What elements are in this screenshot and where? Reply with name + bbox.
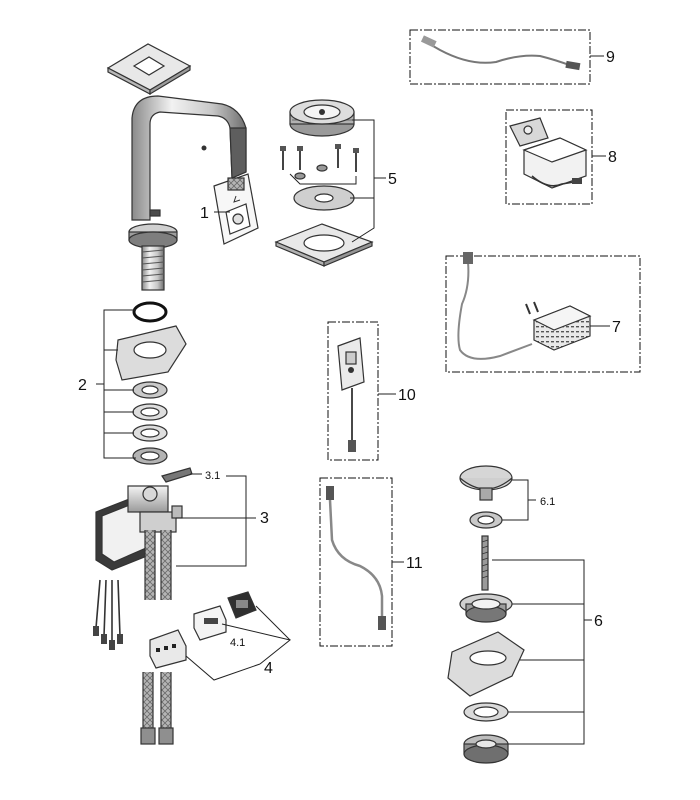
top-square-plate [106,43,192,96]
callout-5: 5 [388,171,397,188]
sensor-window-part [213,173,259,245]
supply-hoses [140,672,174,745]
control-box-assembly [95,467,193,600]
power-adapter-part [445,252,641,373]
extension-cable-part [319,477,393,647]
callout-4: 4 [264,660,273,677]
callout-9: 9 [606,49,615,66]
callout-2: 2 [78,377,87,394]
callout-3-1: 3.1 [205,470,220,482]
extension-cable-box [409,29,591,85]
sensor-unit-part [327,321,379,461]
callout-10: 10 [398,387,416,404]
battery-box-part [505,109,593,205]
mounting-ring-assembly [274,99,374,267]
callout-3: 3 [260,510,269,527]
callout-8: 8 [608,149,617,166]
sensor-wires [93,579,123,650]
callout-4-1: 4.1 [230,637,245,649]
callout-7: 7 [612,319,621,336]
callout-6: 6 [594,613,603,630]
callout-6-1: 6.1 [540,496,555,508]
battery-connector-set [149,591,257,669]
callout-11: 11 [406,555,423,572]
pop-up-waste-assembly [447,465,525,764]
faucet-spout [128,95,247,291]
leader-lines [96,55,610,745]
callout-1: 1 [200,205,209,222]
seal-and-washer-stack [115,301,187,465]
